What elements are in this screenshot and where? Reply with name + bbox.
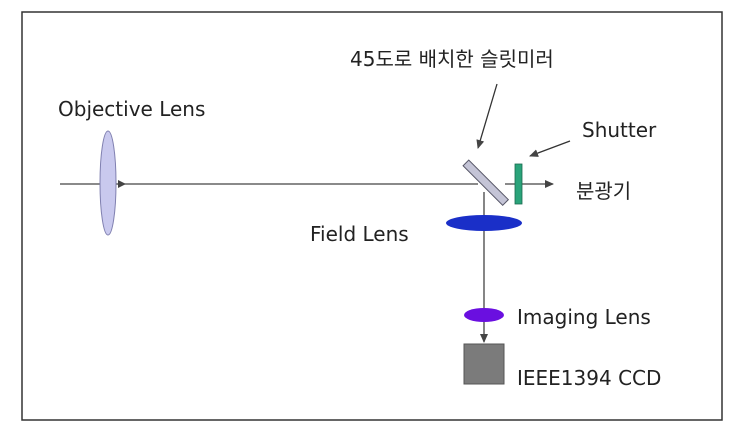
field-lens-label: Field Lens bbox=[310, 222, 409, 246]
beam-direction-arrow bbox=[118, 180, 126, 188]
ccd-label: IEEE1394 CCD bbox=[517, 366, 661, 390]
field-lens bbox=[446, 215, 522, 231]
objective-lens bbox=[99, 130, 117, 236]
shutter bbox=[514, 163, 523, 205]
imaging-lens bbox=[464, 308, 504, 322]
ccd-camera bbox=[463, 343, 505, 385]
shutter-pointer bbox=[529, 140, 571, 157]
spectrometer-label: 분광기 bbox=[576, 179, 631, 203]
slit-mirror-label: 45도로 배치한 슬릿미러 bbox=[350, 47, 554, 71]
slit-mirror bbox=[462, 159, 510, 207]
shutter-label: Shutter bbox=[582, 118, 657, 142]
slit-mirror-pointer bbox=[476, 83, 498, 149]
imaging-lens-label: Imaging Lens bbox=[517, 305, 651, 329]
diagram-border bbox=[21, 11, 723, 421]
objective-lens-label: Objective Lens bbox=[58, 97, 205, 121]
